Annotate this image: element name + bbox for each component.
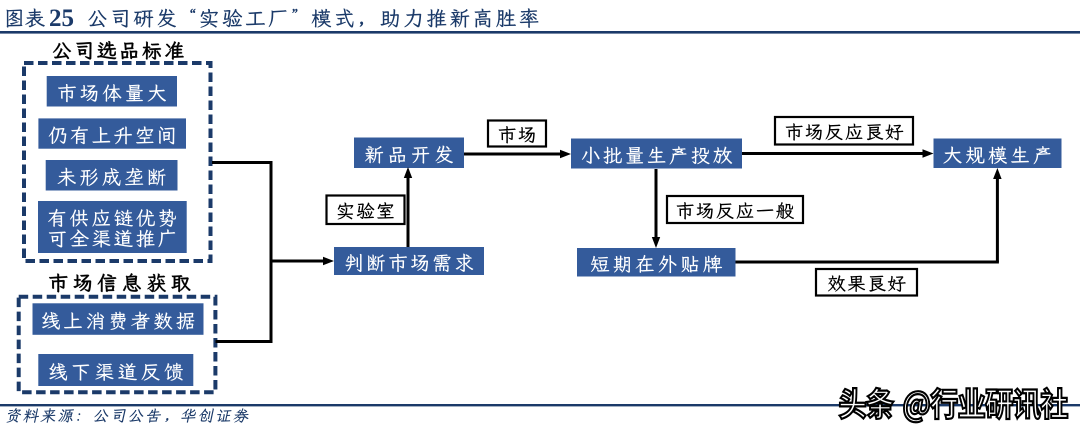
svg-text:25: 25 (49, 5, 74, 32)
